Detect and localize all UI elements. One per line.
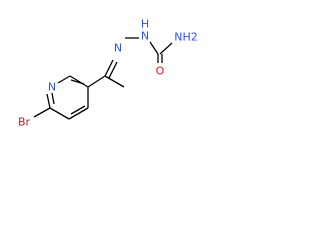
bond-c3-c4-inner bbox=[70, 105, 86, 115]
molecule-canvas: Br N N N H O NH2 bbox=[0, 0, 217, 135]
bond-c5-c6-inner bbox=[70, 79, 85, 85]
hydrazone-n1-label: N bbox=[114, 42, 122, 55]
bromine-label: Br bbox=[18, 116, 31, 129]
hydrazone-n2-label: N bbox=[141, 30, 149, 43]
bond-cimine-n-a bbox=[104, 59, 114, 77]
structure-diagram: Br N N N H O NH2 bbox=[18, 18, 198, 129]
bond-c5-cimine bbox=[87, 75, 106, 88]
hydrazide-h-label: H bbox=[141, 18, 149, 31]
bond-c6-n1 bbox=[57, 75, 71, 84]
bond-n1-c2 bbox=[46, 93, 51, 109]
bond-c2-br bbox=[33, 107, 51, 118]
bond-c2-c3 bbox=[49, 107, 70, 120]
bond-c5-c6 bbox=[69, 75, 89, 88]
bond-cimine-methyl bbox=[104, 75, 125, 88]
bond-c3-c4 bbox=[68, 107, 89, 120]
amide-nh2-label: NH2 bbox=[174, 31, 198, 44]
bond-c-nh2 bbox=[159, 42, 173, 55]
pyridine-nitrogen-label: N bbox=[48, 81, 56, 94]
bond-n1-c2-inner bbox=[51, 92, 55, 105]
bond-cimine-n-b bbox=[108, 61, 118, 79]
carbonyl-oxygen-label: O bbox=[156, 65, 165, 78]
bond-nh-carbonyl bbox=[149, 41, 159, 55]
